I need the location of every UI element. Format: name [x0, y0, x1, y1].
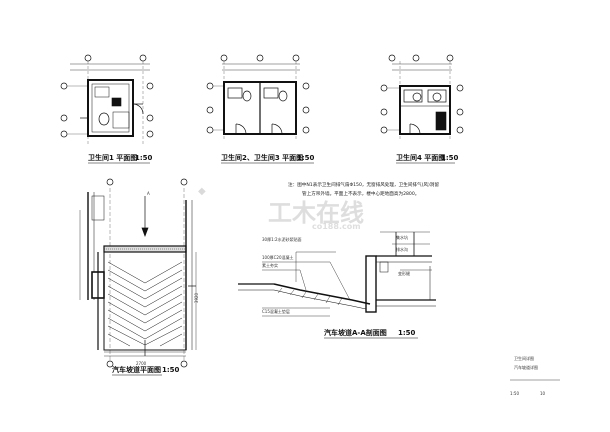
toilet-plan-1-title: 卫生间1 平面图: [88, 154, 138, 162]
section-label-6: C15混凝土垫层: [262, 309, 290, 314]
section-label-2: 100厚C20混凝土: [262, 255, 294, 260]
toilet-plan-1-scale: 1:50: [135, 154, 153, 162]
toilet-plan-4-title: 卫生间4 平面图: [396, 154, 446, 162]
watermark-logo: ◆: [198, 186, 206, 197]
toilet-plan-1: [60, 54, 154, 145]
ramp-dim-side: 3920: [194, 292, 200, 304]
ramp-section: [238, 231, 436, 317]
section-label-3: 集水坑: [396, 235, 408, 240]
section-label-1: 30厚1:2水泥砂浆贴面: [262, 237, 302, 242]
toilet-plan-4-scale: 1:50: [441, 154, 459, 162]
ramp-dim-top: 2700: [136, 361, 147, 366]
general-note-line-1: 注：图中N1表示卫生间排气扇Φ150，无窗排风处理，卫生间排气(风)洞留: [288, 183, 439, 188]
ramp-section-scale: 1:50: [398, 329, 416, 337]
section-label-7: 变形缝: [398, 271, 410, 276]
watermark-url: co188.com: [312, 222, 361, 231]
title-block-sheet-name: 汽车坡道详图: [514, 365, 538, 370]
ramp-section-title: 汽车坡道A-A剖面图: [324, 329, 387, 337]
ramp-plan-title: 汽车坡道平面图: [112, 366, 161, 374]
toilet-plan-2-3: [206, 54, 310, 140]
title-block-scale: 1:50: [510, 391, 519, 396]
general-note-line-2: 管上方吊外墙。平面上不表示，楼中心距地面高为2800。: [302, 192, 420, 197]
section-mark-top: A: [147, 191, 150, 196]
toilet-plan-23-scale: 1:50: [297, 154, 315, 162]
toilet-plan-23-title: 卫生间2、卫生间3 平面图: [221, 154, 304, 162]
ramp-plan: [79, 178, 197, 368]
ramp-plan-scale: 1:50: [162, 366, 180, 374]
section-label-4: 排水沟: [396, 247, 408, 252]
title-block-project: 卫生间详图: [514, 356, 534, 361]
toilet-plan-4: [380, 54, 464, 140]
section-label-5: 素土夯实: [262, 263, 278, 268]
title-block-sheet-no: 10: [540, 391, 546, 396]
watermark-text: 工木在线: [268, 199, 364, 227]
